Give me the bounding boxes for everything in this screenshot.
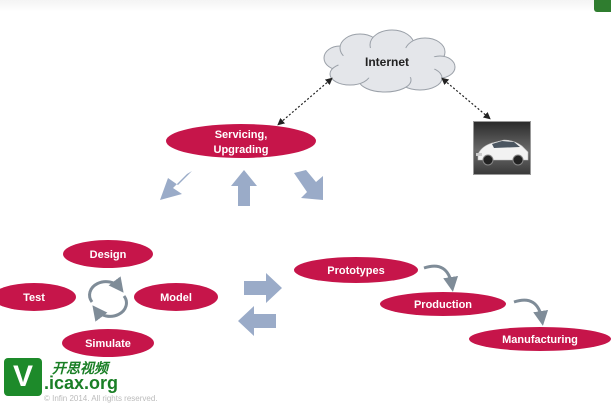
curved-arrow-icon xyxy=(513,298,549,326)
curved-arrow-icon xyxy=(423,264,459,292)
model-label: Model xyxy=(160,292,192,304)
test-label: Test xyxy=(23,292,45,304)
prototypes-node: Prototypes xyxy=(294,257,418,283)
site-logo-url: .icax.org xyxy=(44,373,119,393)
site-logo-chinese-text: 开思视频 xyxy=(52,361,108,377)
arrow-left xyxy=(238,306,276,336)
slide-top-bar xyxy=(0,0,611,12)
internet-servicing-link xyxy=(277,77,333,126)
servicing-line2: Upgrading xyxy=(214,144,269,156)
servicing-arrows xyxy=(160,170,323,206)
simulate-label: Simulate xyxy=(85,338,131,350)
manufacturing-node: Manufacturing xyxy=(469,327,611,351)
corner-badge xyxy=(594,0,611,12)
production-label: Production xyxy=(414,299,472,311)
copyright-text: © Infin 2014. All rights reserved. xyxy=(44,394,158,403)
production-node: Production xyxy=(380,292,506,316)
cycle-arrows-icon xyxy=(88,276,128,322)
simulate-node: Simulate xyxy=(62,329,154,357)
site-logo: V xyxy=(4,358,42,396)
design-label: Design xyxy=(90,249,127,261)
arrow-down-left xyxy=(160,171,192,200)
prototypes-label: Prototypes xyxy=(327,265,384,277)
arrow-up xyxy=(231,170,257,206)
manufacturing-label: Manufacturing xyxy=(502,334,578,346)
internet-label: Internet xyxy=(365,55,409,69)
horizontal-arrows xyxy=(238,273,282,336)
servicing-upgrading-node: Servicing, Upgrading xyxy=(166,124,316,158)
arrow-right xyxy=(244,273,282,303)
design-node: Design xyxy=(63,240,153,268)
model-node: Model xyxy=(134,283,218,311)
internet-cloud: Internet xyxy=(323,29,456,93)
internet-car-link xyxy=(441,77,491,120)
car-photo xyxy=(473,121,531,175)
test-node: Test xyxy=(0,283,76,311)
arrow-down-right xyxy=(294,170,323,200)
servicing-line1: Servicing, xyxy=(215,129,268,141)
